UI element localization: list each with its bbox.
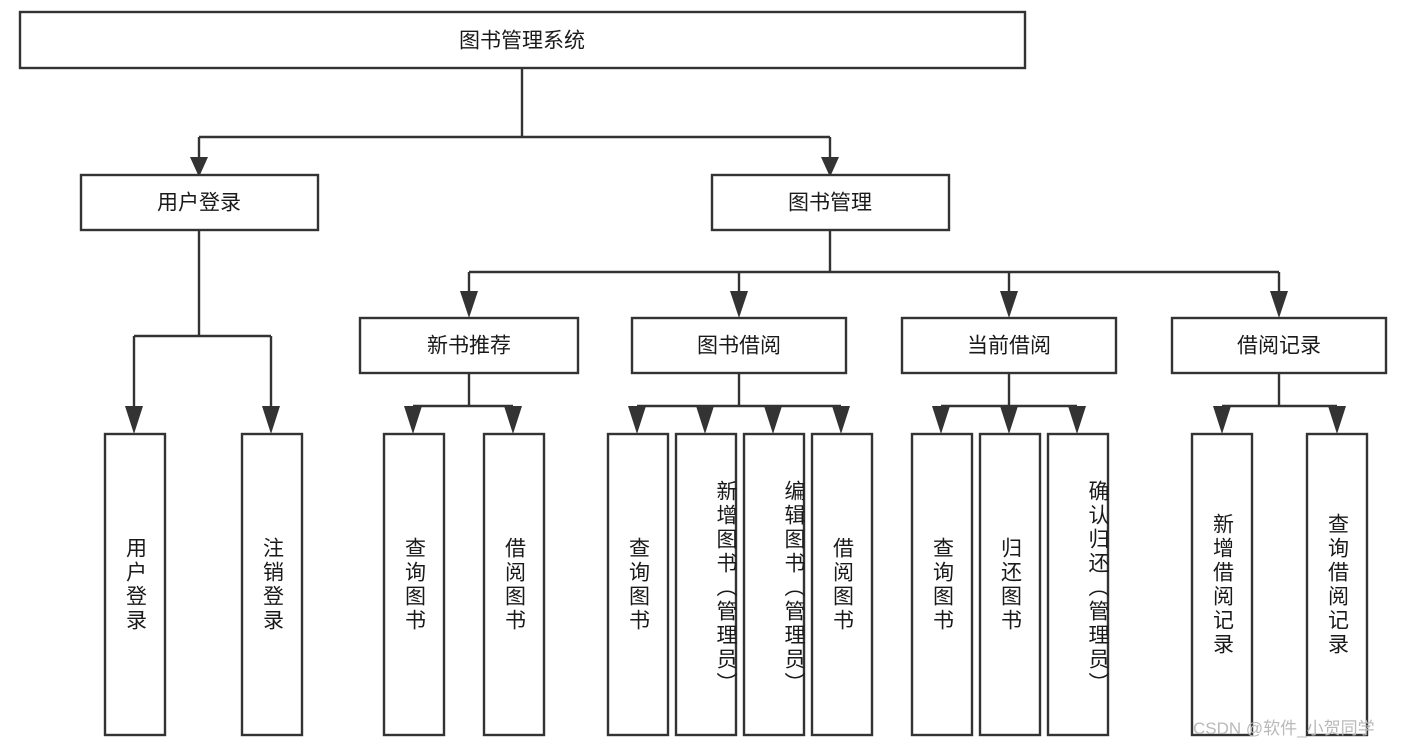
arrow-borrow-record [1270, 291, 1288, 318]
node-user-login[interactable] [79, 173, 320, 232]
arrow-currentborrow-leaf-3 [1068, 406, 1086, 434]
arrow-user-login [190, 157, 208, 177]
arrow-borrowrecord-leaf-2 [1328, 406, 1346, 434]
arrow-currentborrow-leaf-1 [932, 406, 950, 434]
arrow-newbook-leaf-1 [404, 406, 422, 434]
arrow-new-book-recommend [460, 291, 478, 318]
leaf-box-return-book[interactable] [978, 432, 1042, 737]
arrow-newbook-leaf-2 [504, 406, 522, 434]
arrow-currentborrow-leaf-2 [1000, 406, 1018, 434]
leaf-box-edit-book-admin[interactable] [742, 432, 806, 737]
csdn-watermark: CSDN @软件_小贺同学 [1193, 719, 1375, 738]
node-book-borrow[interactable] [630, 316, 848, 375]
arrow-bookborrow-leaf-4 [832, 406, 850, 434]
leaf-box-add-book-admin[interactable] [674, 432, 738, 737]
node-borrow-record[interactable] [1170, 316, 1388, 375]
arrow-borrowrecord-leaf-1 [1213, 406, 1231, 434]
leaf-box-query-borrow-record[interactable] [1305, 432, 1369, 737]
node-current-borrow[interactable] [900, 316, 1118, 375]
node-box-group: 图书管理系统 用户登录 图书管理 新书推荐 图书借阅 当前借阅 借阅记录 [18, 10, 1388, 737]
leaf-box-logout[interactable] [240, 432, 304, 737]
node-current-borrow-label: 当前借阅 [967, 335, 1051, 358]
arrow-book-borrow [730, 291, 748, 318]
node-root-book-management-system[interactable] [18, 10, 1027, 70]
node-borrow-record-label: 借阅记录 [1237, 335, 1321, 358]
node-new-book-recommend-label: 新书推荐 [427, 335, 511, 358]
arrow-bookborrow-leaf-2 [696, 406, 714, 434]
arrow-leaf-logout [262, 406, 280, 434]
node-root-label: 图书管理系统 [459, 30, 585, 53]
node-book-borrow-label: 图书借阅 [697, 335, 781, 358]
arrow-bookborrow-leaf-3 [764, 406, 782, 434]
arrow-leaf-user-login [125, 406, 143, 434]
leaf-box-query-book-3[interactable] [910, 432, 974, 737]
node-book-management-label: 图书管理 [788, 192, 872, 215]
leaf-box-query-book-2[interactable] [606, 432, 670, 737]
node-book-management[interactable] [710, 173, 951, 232]
leaf-box-add-borrow-record[interactable] [1190, 432, 1254, 737]
node-new-book-recommend[interactable] [358, 316, 580, 375]
connector-group [125, 68, 1346, 434]
leaf-box-user-login[interactable] [103, 432, 167, 737]
arrow-book-manage [821, 157, 839, 177]
leaf-box-borrow-book-1[interactable] [482, 432, 546, 737]
node-user-login-label: 用户登录 [157, 192, 241, 215]
arrow-bookborrow-leaf-1 [628, 406, 646, 434]
arrow-current-borrow [1000, 291, 1018, 318]
leaf-box-query-book-1[interactable] [382, 432, 446, 737]
leaf-box-borrow-book-2[interactable] [810, 432, 874, 737]
leaf-box-confirm-return-admin[interactable] [1046, 432, 1110, 737]
